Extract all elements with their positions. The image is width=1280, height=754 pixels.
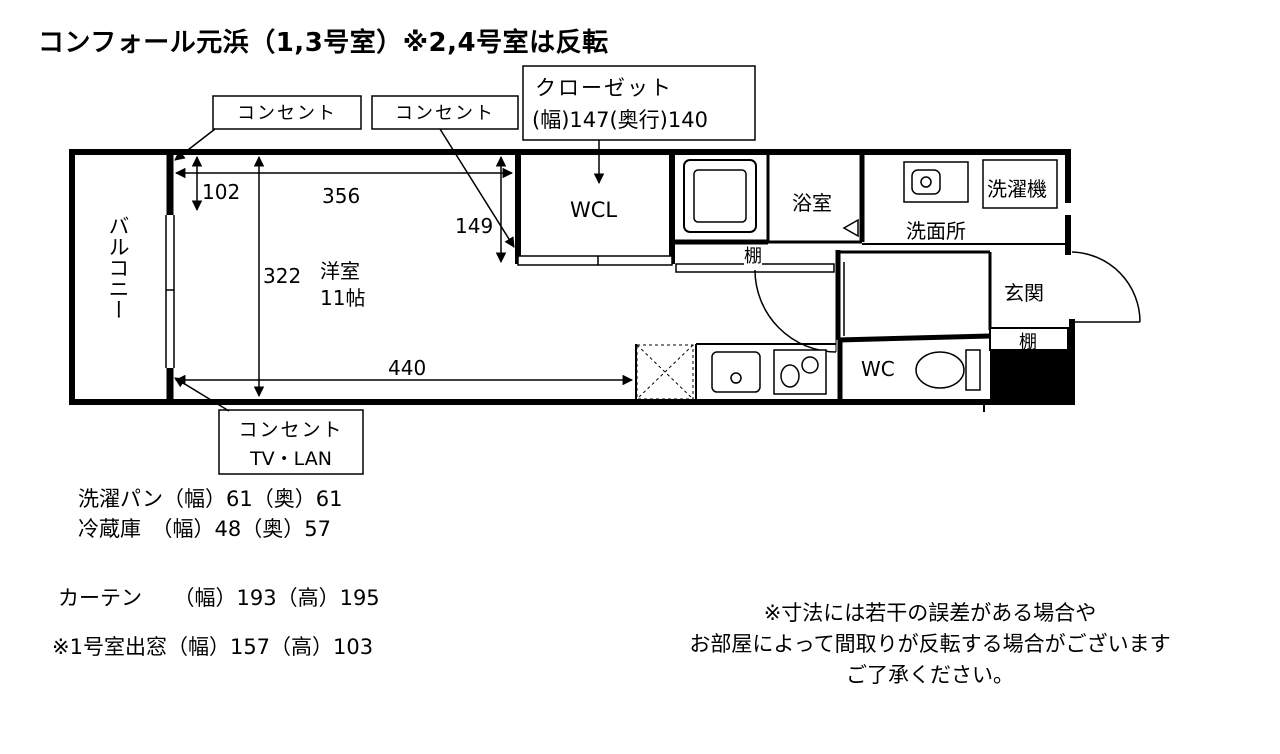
outlet-label-2: コンセント	[395, 103, 495, 124]
outlet-tv-callout-box	[218, 409, 364, 475]
washroom-label: 洗面所	[906, 219, 966, 243]
bath-label: 浴室	[792, 191, 832, 215]
dimension-102: 102	[202, 180, 241, 204]
wcl-label: WCL	[570, 198, 618, 222]
closet-label: クローゼット	[535, 76, 673, 100]
bay-window-note: ※1号室出窓（幅）157（高）103	[52, 635, 374, 659]
closet-callout-box	[522, 65, 756, 141]
washer-pan-note: 洗濯パン（幅）61（奥）61	[78, 487, 343, 511]
tv-lan-label: TV・LAN	[250, 448, 332, 470]
dimension-356: 356	[322, 184, 361, 208]
disclaimer-line-1: ※寸法には若干の誤差がある場合や	[763, 601, 1097, 625]
washer-box	[982, 159, 1058, 209]
toilet-bowl	[915, 351, 965, 389]
shelf-label-1: 棚	[744, 246, 762, 267]
entrance-label: 玄関	[1004, 281, 1044, 305]
closet-size: (幅)147(奥行)140	[532, 108, 708, 132]
disclaimer-line-2: お部屋によって間取りが反転する場合がございます	[689, 632, 1171, 656]
dimension-322: 322	[263, 264, 302, 288]
western-room-size: 11帖	[320, 286, 366, 310]
outlet-callout-box-2	[371, 95, 519, 130]
disclaimer: ※寸法には若干の誤差がある場合や お部屋によって間取りが反転する場合がございます…	[600, 598, 1260, 691]
toilet-tank	[965, 349, 981, 391]
wc-label: WC	[861, 357, 895, 381]
disclaimer-line-3: ご了承ください。	[846, 663, 1014, 687]
balcony-label: バルコニー	[106, 215, 130, 320]
shelf-label-2: 棚	[1019, 332, 1037, 353]
outlet-label-1: コンセント	[237, 103, 337, 124]
kitchen-sink	[711, 351, 761, 393]
western-room-label: 洋室	[320, 259, 360, 283]
fridge-note: 冷蔵庫 （幅）48（奥）57	[78, 517, 331, 541]
curtain-note: カーテン （幅）193（高）195	[58, 586, 380, 610]
dimension-149: 149	[455, 214, 494, 238]
page-title: コンフォール元浜（1,3号室）※2,4号室は反転	[38, 28, 609, 58]
washer-label: 洗濯機	[987, 177, 1047, 201]
outlet-callout-box-1	[212, 95, 362, 130]
outlet-tv-label: コンセント	[238, 419, 344, 441]
dimension-440: 440	[388, 356, 427, 380]
stove	[773, 349, 827, 395]
